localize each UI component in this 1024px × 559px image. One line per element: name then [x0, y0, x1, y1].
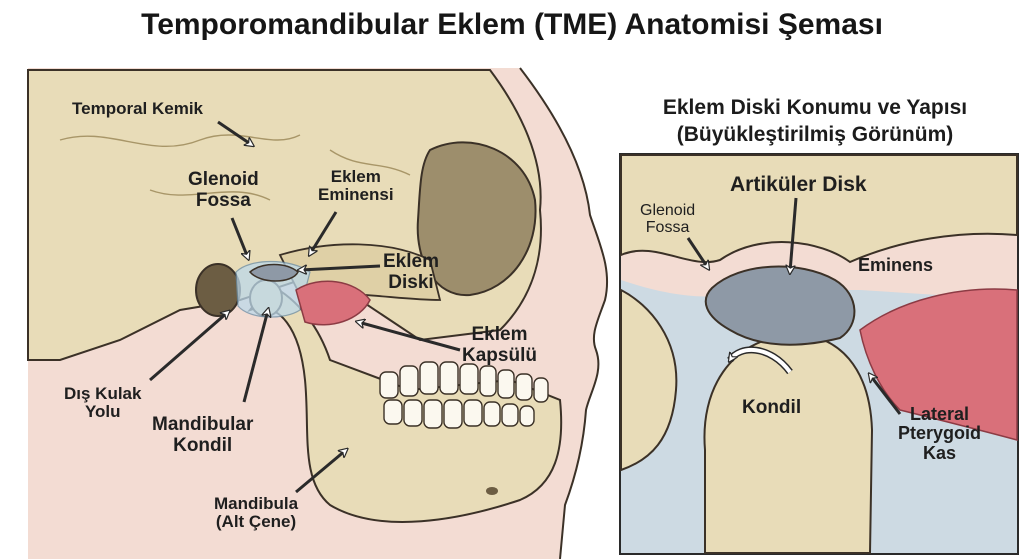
label-glenoid-fossa: Glenoid Fossa: [188, 169, 259, 211]
inset-articular-disc: [704, 265, 856, 346]
label-dis-kulak-yolu-line2: Yolu: [84, 402, 121, 422]
inset-label-artikuler-disk: Artiküler Disk: [730, 173, 867, 196]
label-mandibular-kondil: Mandibular Kondil: [152, 414, 254, 456]
label-eklem-diski-line2: Diski: [388, 271, 434, 293]
eye-orbit: [416, 141, 537, 297]
label-mandibular-kondil-line2: Kondil: [173, 434, 233, 456]
label-temporal-kemik: Temporal Kemik: [72, 99, 204, 118]
inset-lateral-pterygoid: [859, 288, 1018, 441]
label-dis-kulak-yolu: Dış Kulak Yolu: [64, 384, 142, 422]
inset-label-glenoid-fossa-line1: Glenoid: [640, 202, 696, 219]
inset-title: Eklem Diski Konumu ve Yapısı (Büyükleşti…: [610, 94, 1020, 148]
inset-label-eminens: Eminens: [858, 255, 934, 275]
label-mandibula: Mandibula (Alt Çene): [214, 494, 299, 532]
label-eklem-eminensi: Eklem Eminensi: [318, 167, 394, 205]
label-mandibula-line2: (Alt Çene): [215, 512, 297, 532]
inset-label-kondil: Kondil: [742, 397, 802, 418]
inset-label-glenoid-fossa: Glenoid Fossa: [640, 202, 695, 237]
lateral-pterygoid-muscle: [295, 280, 371, 326]
inset-rotation-arrow-fill: [730, 347, 792, 374]
inset-label-arrows: [686, 197, 902, 415]
teeth: [379, 361, 549, 429]
label-eklem-eminensi-line2: Eminensi: [318, 185, 394, 205]
inset-label-lateral-line2: Pterygoid: [898, 423, 982, 444]
label-glenoid-fossa-line1: Glenoid: [188, 169, 259, 190]
inset-label-lateral-line1: Lateral: [909, 404, 970, 424]
label-eklem-kapsulu: Eklem Kapsülü: [462, 324, 537, 366]
label-glenoid-fossa-line2: Fossa: [195, 189, 251, 211]
label-mandibula-line1: Mandibula: [214, 494, 299, 513]
label-dis-kulak-yolu-line1: Dış Kulak: [64, 384, 142, 403]
page-title: Temporomandibular Eklem (TME) Anatomisi …: [141, 8, 883, 41]
inset-posterior-bone: [620, 288, 678, 472]
label-eklem-diski-line1: Eklem: [383, 251, 439, 272]
label-eklem-diski: Eklem Diski: [383, 251, 439, 293]
label-eklem-kapsulu-line1: Eklem: [471, 324, 528, 345]
inset-title-line2: (Büyükleştirilmiş Görünüm): [676, 123, 954, 146]
label-arrows: [149, 120, 461, 494]
skull-view: [27, 67, 609, 559]
label-mandibular-kondil-line1: Mandibular: [152, 414, 254, 435]
inset-label-lateral-pterygoid: Lateral Pterygoid Kas: [898, 404, 982, 463]
inset-label-glenoid-fossa-line2: Fossa: [645, 219, 690, 237]
inset-temporal-bone: [620, 154, 1018, 264]
inset-title-line1: Eklem Diski Konumu ve Yapısı: [662, 96, 968, 119]
label-eklem-eminensi-line1: Eklem: [330, 167, 381, 186]
inset-panel: [619, 153, 1019, 555]
mental-foramen: [486, 487, 498, 495]
face-outline: [519, 67, 609, 559]
skull-sutures: [59, 134, 411, 201]
ear-canal: [195, 263, 241, 317]
label-eklem-kapsulu-line2: Kapsülü: [462, 344, 537, 366]
inset-label-lateral-line3: Kas: [922, 442, 957, 463]
